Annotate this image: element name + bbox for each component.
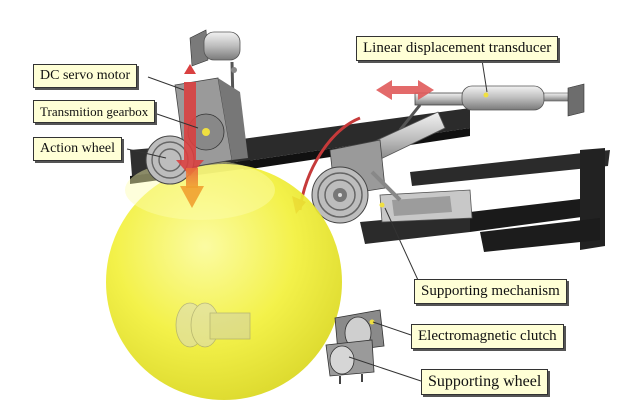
leader-lines bbox=[126, 59, 488, 382]
inner-wheel-ghost bbox=[175, 302, 251, 348]
label-transmition-gearbox: Transmition gearbox bbox=[33, 100, 156, 123]
label-linear-displacement-transducer: Linear displacement transducer bbox=[356, 36, 559, 61]
label-electromagnetic-clutch: Electromagnetic clutch bbox=[411, 324, 564, 349]
label-supporting-wheel: Supporting wheel bbox=[421, 369, 549, 395]
label-supporting-mechanism: Supporting mechanism bbox=[414, 279, 567, 304]
linear-displacement-transducer-part bbox=[398, 83, 585, 131]
pulley-wheel bbox=[311, 166, 369, 224]
yellow-sphere bbox=[106, 160, 342, 400]
horizontal-motion-arrow bbox=[376, 80, 434, 100]
supporting-wheel-part bbox=[325, 339, 375, 384]
label-dc-servo-motor: DC servo motor bbox=[33, 64, 138, 88]
vertical-motion-arrows bbox=[176, 64, 204, 208]
label-action-wheel: Action wheel bbox=[33, 137, 123, 161]
supporting-mechanism-part bbox=[329, 111, 473, 223]
